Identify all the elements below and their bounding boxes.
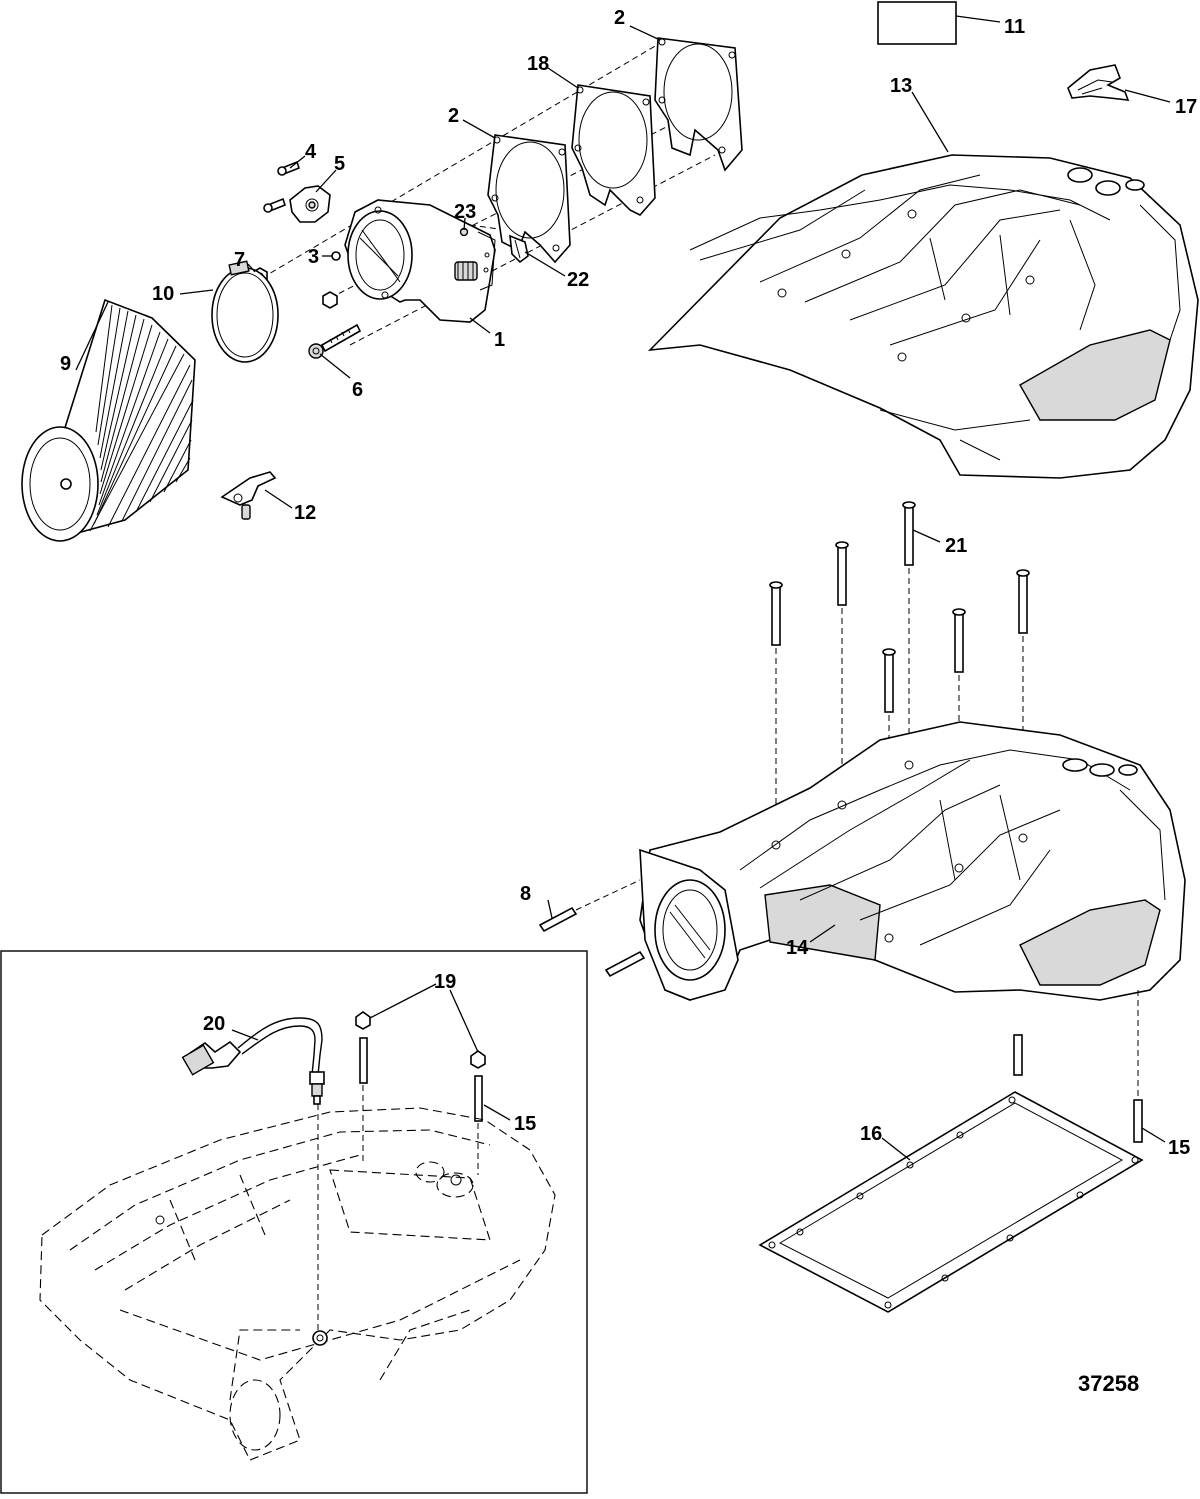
- part-13-engine-cover: [647, 154, 1199, 479]
- callout-15-right: 15: [1168, 1137, 1190, 1159]
- intake-plenum-phantom-view: [39, 1107, 556, 1461]
- part-22-fitting: [509, 234, 529, 264]
- part-3-nut-lower: [322, 291, 338, 309]
- callout-17: 17: [1175, 96, 1197, 118]
- part-5-position-sensor: [289, 185, 331, 223]
- callout-10: 10: [152, 283, 174, 305]
- part-16-base-gasket: [758, 1091, 1144, 1313]
- callout-12: 12: [294, 502, 316, 524]
- part-18-gasket-spacer: [571, 84, 656, 216]
- part-10-hose-clamp: [211, 260, 279, 363]
- callout-18: 18: [527, 53, 549, 75]
- part-15-studs-inset: [359, 1037, 483, 1175]
- part-15-stud-right: [1013, 990, 1143, 1143]
- part-11-decal: [877, 1, 957, 45]
- callout-7: 7: [234, 249, 245, 271]
- part-6-bolt: [308, 323, 362, 359]
- callout-4: 4: [305, 141, 317, 163]
- callout-23: 23: [454, 201, 476, 223]
- part-1-throttle-body: [344, 199, 496, 323]
- part-9-air-filter: [21, 298, 196, 542]
- callout-leader-lines: [75, 15, 1171, 1161]
- callout-1: 1: [494, 329, 505, 351]
- callout-21: 21: [945, 535, 967, 557]
- callout-14: 14: [786, 937, 809, 959]
- callout-22: 22: [567, 269, 589, 291]
- detail-inset-frame: [0, 950, 588, 1494]
- part-8-studs: [538, 879, 646, 978]
- callout-6: 6: [352, 379, 363, 401]
- callout-13: 13: [890, 75, 912, 97]
- callout-15-inset: 15: [514, 1113, 536, 1135]
- callout-3: 3: [308, 246, 319, 268]
- part-12-bracket: [220, 471, 277, 520]
- callout-9: 9: [60, 353, 71, 375]
- callout-8: 8: [520, 883, 531, 905]
- callout-11: 11: [1004, 16, 1025, 38]
- part-2-gasket-front: [487, 134, 571, 264]
- part-19-nuts: [355, 1011, 486, 1069]
- callout-5: 5: [334, 153, 345, 175]
- callout-labels: 2 18 2 11 17 13 4 5 23 7 3 22 1 10 6 9 1…: [60, 7, 1197, 1396]
- callout-2-rear: 2: [614, 7, 625, 29]
- callout-2-front: 2: [448, 105, 459, 127]
- part-20-temperature-sensor: [181, 1017, 325, 1335]
- part-3-washer: [331, 251, 341, 261]
- part-17-wrench-tool: [1067, 64, 1130, 101]
- figure-number: 37258: [1078, 1371, 1139, 1396]
- callout-20: 20: [203, 1013, 225, 1035]
- part-2-gasket-rear: [654, 37, 743, 172]
- callout-16: 16: [860, 1123, 882, 1145]
- callout-19: 19: [434, 971, 456, 993]
- part-14-intake-plenum: [639, 721, 1186, 1001]
